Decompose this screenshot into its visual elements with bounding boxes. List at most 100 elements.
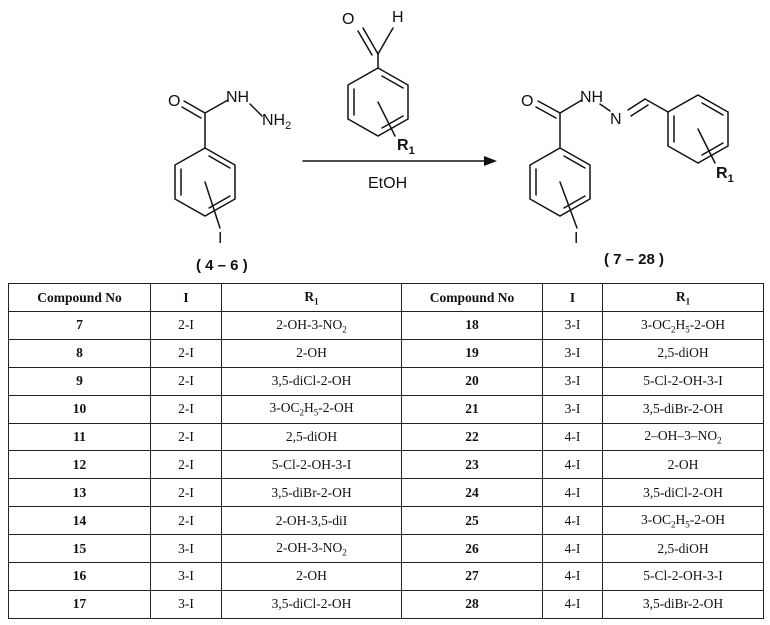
cell-r1-substituent: 3,5-diCl-2-OH: [602, 478, 764, 508]
cell-iodo-position: 4-I: [542, 506, 603, 536]
cell-r1-substituent: 3,5-diBr-2-OH: [602, 589, 764, 619]
product-compound-range: ( 7 – 28 ): [604, 251, 664, 268]
reaction-scheme: O NH NH2 I ( 4 – 6 ) O H R1 EtOH: [168, 9, 734, 274]
cell-r1-substituent: 5-Cl-2-OH-3-I: [602, 366, 764, 396]
reactant-carbonyl-oxygen: O: [168, 93, 180, 110]
cell-iodo-position: 2-I: [150, 450, 222, 480]
cell-iodo-position: 3-I: [542, 394, 603, 424]
cell-iodo-position: 4-I: [542, 589, 603, 619]
cell-iodo-position: 4-I: [542, 562, 603, 591]
cell-compound-no: 8: [8, 338, 151, 368]
cell-iodo-position: 3-I: [542, 366, 603, 396]
header-compound-no: Compound No: [8, 283, 151, 312]
cell-compound-no: 24: [401, 478, 543, 508]
cell-compound-no: 20: [401, 366, 543, 396]
cell-compound-no: 27: [401, 562, 543, 591]
cell-compound-no: 28: [401, 589, 543, 619]
header-iodo-position: I: [542, 283, 603, 312]
aldehyde-r1-label: R1: [397, 137, 415, 157]
cell-iodo-position: 2-I: [150, 422, 222, 452]
cell-r1-substituent: 3,5-diBr-2-OH: [602, 394, 764, 424]
product-imine-nitrogen: N: [610, 111, 622, 128]
cell-iodo-position: 4-I: [542, 422, 603, 452]
reaction-arrow: EtOH: [302, 156, 497, 192]
reactant-structure: O NH NH2 I ( 4 – 6 ): [168, 89, 291, 274]
cell-iodo-position: 2-I: [150, 506, 222, 536]
cell-iodo-position: 4-I: [542, 534, 603, 564]
reactant-nh2-label: NH2: [262, 112, 291, 132]
cell-compound-no: 19: [401, 338, 543, 368]
reactant-iodine-label: I: [218, 230, 222, 247]
cell-r1-substituent: 3,5-diCl-2-OH: [221, 589, 402, 619]
cell-r1-substituent: 2–OH–3–NO2: [602, 422, 764, 452]
cell-r1-substituent: 5-Cl-2-OH-3-I: [602, 562, 764, 591]
header-compound-no: Compound No: [401, 283, 543, 312]
cell-r1-substituent: 5-Cl-2-OH-3-I: [221, 450, 402, 480]
cell-compound-no: 17: [8, 589, 151, 619]
cell-compound-no: 23: [401, 450, 543, 480]
table-header-row: Compound No I R1 Compound No I R1: [8, 283, 764, 312]
cell-compound-no: 7: [8, 311, 151, 340]
cell-compound-no: 26: [401, 534, 543, 564]
cell-r1-substituent: 3-OC2H5-2-OH: [602, 311, 764, 340]
product-iodine-label: I: [574, 230, 578, 247]
cell-compound-no: 12: [8, 450, 151, 480]
cell-iodo-position: 2-I: [150, 311, 222, 340]
cell-compound-no: 14: [8, 506, 151, 536]
aldehyde-structure: O H R1: [342, 9, 415, 157]
aldehyde-hydrogen: H: [392, 9, 404, 26]
cell-r1-substituent: 2,5-diOH: [602, 534, 764, 564]
product-carbonyl-oxygen: O: [521, 93, 533, 110]
product-nh-label: NH: [580, 89, 603, 106]
cell-compound-no: 18: [401, 311, 543, 340]
product-structure: O NH N I R1 ( 7 – 28 ): [521, 89, 734, 268]
cell-r1-substituent: 2,5-diOH: [221, 422, 402, 452]
cell-r1-substituent: 3,5-diBr-2-OH: [221, 478, 402, 508]
cell-compound-no: 13: [8, 478, 151, 508]
cell-r1-substituent: 2-OH: [221, 338, 402, 368]
aldehyde-oxygen: O: [342, 11, 354, 28]
cell-r1-substituent: 2-OH: [602, 450, 764, 480]
cell-r1-substituent: 3-OC2H5-2-OH: [602, 506, 764, 536]
cell-iodo-position: 3-I: [150, 589, 222, 619]
header-iodo-position: I: [150, 283, 222, 312]
cell-iodo-position: 2-I: [150, 366, 222, 396]
product-r1-label: R1: [716, 165, 734, 185]
cell-r1-substituent: 2-OH-3,5-diI: [221, 506, 402, 536]
reactant-compound-range: ( 4 – 6 ): [196, 257, 248, 274]
cell-compound-no: 25: [401, 506, 543, 536]
cell-iodo-position: 2-I: [150, 394, 222, 424]
cell-compound-no: 11: [8, 422, 151, 452]
cell-iodo-position: 3-I: [542, 311, 603, 340]
cell-r1-substituent: 2-OH-3-NO2: [221, 534, 402, 564]
cell-iodo-position: 4-I: [542, 450, 603, 480]
cell-compound-no: 22: [401, 422, 543, 452]
cell-compound-no: 10: [8, 394, 151, 424]
reaction-condition: EtOH: [368, 175, 407, 192]
header-r1: R1: [221, 283, 402, 312]
cell-r1-substituent: 3,5-diCl-2-OH: [221, 366, 402, 396]
cell-r1-substituent: 2,5-diOH: [602, 338, 764, 368]
cell-compound-no: 9: [8, 366, 151, 396]
cell-iodo-position: 2-I: [150, 338, 222, 368]
cell-iodo-position: 4-I: [542, 478, 603, 508]
cell-iodo-position: 3-I: [542, 338, 603, 368]
cell-r1-substituent: 3-OC2H5-2-OH: [221, 394, 402, 424]
header-r1: R1: [602, 283, 764, 312]
cell-iodo-position: 3-I: [150, 534, 222, 564]
cell-r1-substituent: 2-OH: [221, 562, 402, 591]
cell-r1-substituent: 2-OH-3-NO2: [221, 311, 402, 340]
cell-iodo-position: 3-I: [150, 562, 222, 591]
